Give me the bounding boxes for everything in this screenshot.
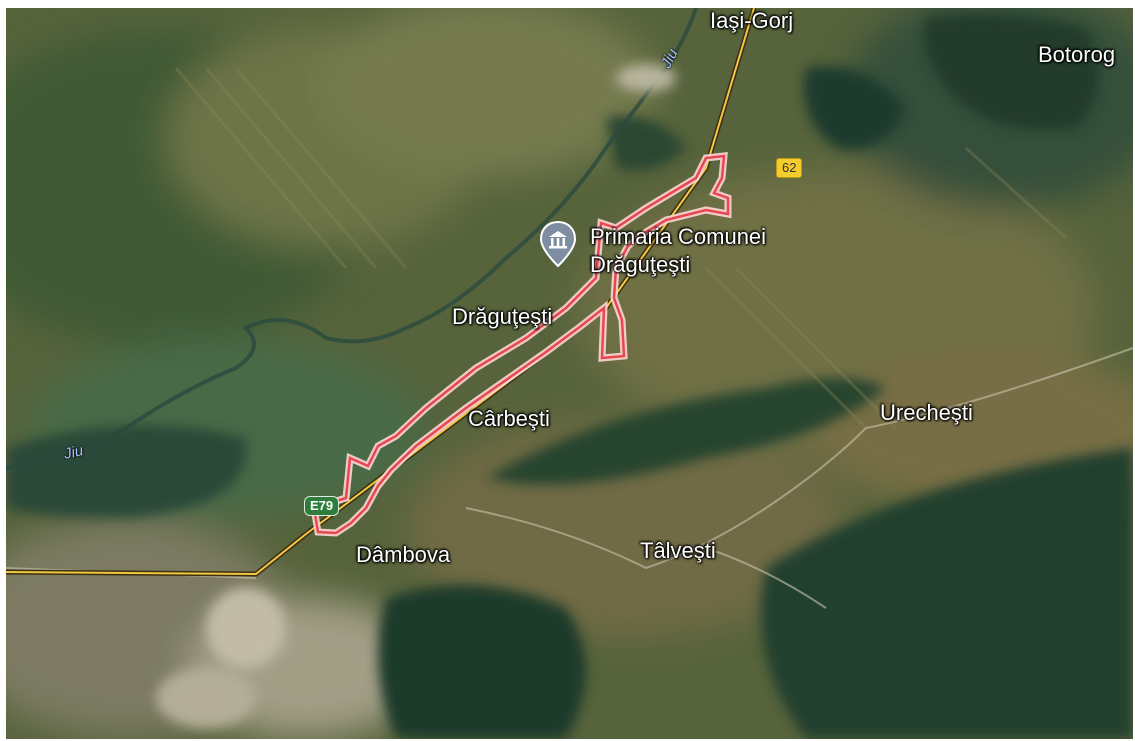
place-label-dambova[interactable]: Dâmbova [356,542,451,567]
satellite-map[interactable]: Iaşi-Gorj Botorog Drăguţeşti Cârbeşti Ur… [6,8,1133,739]
place-label-dragutesti[interactable]: Drăguţeşti [452,304,553,329]
satellite-imagery [6,8,1133,739]
place-label-iasi-gorj[interactable]: Iaşi-Gorj [710,8,794,33]
road-shield-e79: E79 [304,496,340,516]
town-hall-marker[interactable] [539,220,577,268]
place-label-talvesti[interactable]: Tâlveşti [640,538,716,563]
poi-name-line1[interactable]: Primaria Comunei [590,224,767,249]
poi-name-line2[interactable]: Drăguţeşti [590,252,691,277]
place-label-urechesti[interactable]: Urecheşti [880,400,973,425]
road-shield-62: 62 [776,158,803,178]
town-hall-icon [539,220,577,268]
place-label-botorog[interactable]: Botorog [1038,42,1116,67]
place-label-carbesti[interactable]: Cârbeşti [468,406,550,431]
commune-boundary [312,154,730,535]
